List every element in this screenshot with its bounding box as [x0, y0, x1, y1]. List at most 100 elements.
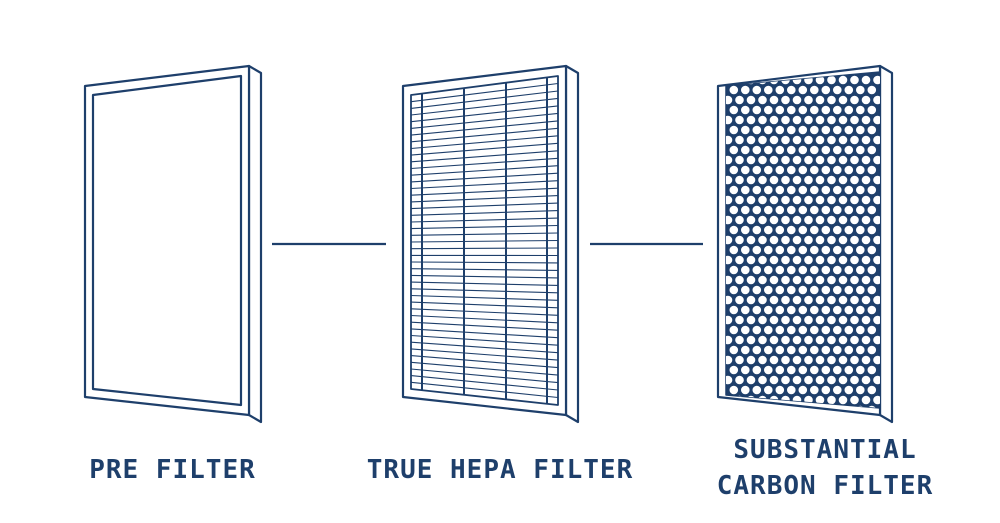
carbon-hole	[741, 285, 750, 295]
carbon-hole	[804, 215, 813, 225]
carbon-hole	[873, 155, 880, 165]
carbon-hole	[726, 75, 733, 85]
carbon-hole	[856, 125, 865, 135]
carbon-hole	[815, 255, 825, 265]
carbon-hole	[741, 85, 750, 95]
hepa-pleat-line	[410, 172, 559, 183]
carbon-hole	[873, 215, 880, 225]
carbon-hole	[781, 155, 790, 165]
carbon-hole	[741, 125, 750, 135]
hepa-pleat-line	[410, 135, 559, 150]
carbon-hole	[833, 125, 842, 135]
carbon-hole	[726, 175, 733, 185]
carbon-hole	[804, 315, 813, 325]
carbon-hole	[873, 255, 880, 265]
carbon-hole	[729, 205, 739, 215]
carbon-hole	[792, 255, 802, 265]
carbon-hole	[873, 315, 880, 325]
carbon-hole	[804, 355, 813, 365]
carbon-hole	[844, 105, 854, 115]
carbon-hole	[861, 215, 871, 225]
carbon-hole	[861, 315, 871, 325]
carbon-hole	[764, 145, 773, 155]
carbon-hole	[867, 325, 877, 335]
carbon-hole	[769, 255, 779, 265]
carbon-hole	[746, 115, 756, 125]
carbon-hole	[838, 175, 848, 185]
carbon-hole	[746, 315, 756, 325]
carbon-hole	[758, 295, 767, 305]
carbon-hole	[838, 155, 848, 165]
carbon-hole	[787, 325, 796, 335]
carbon-hole	[735, 355, 744, 365]
carbon-hole	[827, 335, 836, 345]
carbon-hole	[838, 315, 848, 325]
hepa-pleat-line	[410, 375, 559, 391]
carbon-hole	[787, 105, 796, 115]
carbon-hole	[798, 85, 808, 95]
carbon-hole	[741, 145, 750, 155]
hepa-pleat-line	[410, 368, 559, 384]
carbon-hole	[798, 245, 808, 255]
carbon-hole	[815, 155, 825, 165]
hepa-pleat-line	[410, 274, 559, 279]
carbon-hole	[758, 215, 767, 225]
carbon-hole	[827, 215, 836, 225]
hepa-pleat-line	[410, 90, 559, 109]
carbon-hole	[798, 225, 808, 235]
carbon-hole	[861, 135, 871, 145]
carbon-hole	[792, 115, 802, 125]
carbon-hole	[787, 405, 796, 408]
carbon-hole	[735, 115, 744, 125]
carbon-hole	[729, 225, 739, 235]
carbon-hole	[850, 335, 859, 345]
hepa-pleat-line	[410, 314, 559, 324]
carbon-hole	[850, 75, 859, 85]
carbon-hole	[726, 235, 733, 245]
carbon-hole	[735, 275, 744, 285]
carbon-hole	[804, 155, 813, 165]
carbon-hole	[815, 115, 825, 125]
carbon-hole	[873, 395, 880, 405]
carbon-hole	[752, 125, 762, 135]
carbon-hole	[792, 335, 802, 345]
carbon-hole	[764, 225, 773, 235]
carbon-hole	[873, 135, 880, 145]
carbon-hole	[856, 205, 865, 215]
carbon-hole	[792, 295, 802, 305]
carbon-hole	[729, 325, 739, 335]
carbon-hole	[735, 335, 744, 345]
hepa-pleat-line	[410, 321, 559, 331]
carbon-hole	[856, 225, 865, 235]
carbon-hole	[764, 105, 773, 115]
carbon-hole	[804, 335, 813, 345]
carbon-hole	[821, 205, 831, 215]
carbon-hole	[775, 325, 785, 335]
carbon-hole	[787, 165, 796, 175]
carbon-hole	[787, 265, 796, 275]
carbon-hole	[844, 385, 854, 395]
carbon-hole	[752, 245, 762, 255]
carbon-hole	[867, 165, 877, 175]
carbon-hole	[769, 135, 779, 145]
carbon-hole	[726, 135, 733, 145]
carbon-hole	[804, 235, 813, 245]
carbon-hole	[741, 205, 750, 215]
carbon-hole	[758, 135, 767, 145]
carbon-hole	[815, 295, 825, 305]
carbon-hole	[781, 215, 790, 225]
carbon-hole	[873, 75, 880, 85]
carbon-hole	[815, 75, 825, 85]
carbon-hole	[758, 115, 767, 125]
carbon-hole	[856, 105, 865, 115]
carbon-hole	[787, 285, 796, 295]
hepa-pleat-line	[410, 224, 559, 230]
carbon-hole	[867, 305, 877, 315]
carbon-hole	[726, 335, 733, 345]
carbon-hole	[726, 115, 733, 125]
carbon-hole	[729, 145, 739, 155]
carbon-hole	[833, 145, 842, 155]
carbon-hole	[741, 165, 750, 175]
carbon-hole	[775, 365, 785, 375]
carbon-hole	[838, 335, 848, 345]
